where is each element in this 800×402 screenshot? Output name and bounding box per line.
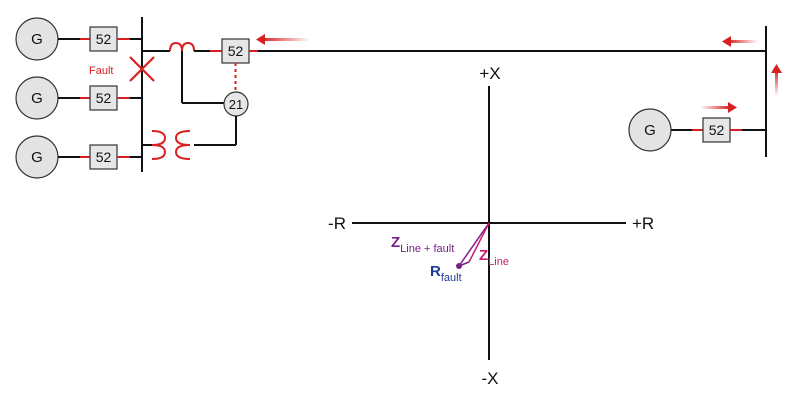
breaker-remote-label: 52 [709, 122, 725, 138]
r-fault-sub: fault [441, 272, 462, 284]
generator-remote: G [628, 108, 672, 152]
breaker-gen-1: 52 [89, 26, 118, 52]
breaker-remote: 52 [702, 117, 731, 143]
breaker-line-local-label: 52 [228, 43, 244, 59]
fault-label: Fault [89, 65, 113, 77]
breaker-gen-2-label: 52 [96, 90, 112, 106]
axis-label-pos-r: +R [632, 214, 654, 233]
z-line-vector [468, 222, 490, 263]
breaker-gen-3-label: 52 [96, 149, 112, 165]
distance-relay-label: 21 [229, 97, 243, 112]
axis-label-neg-x: -X [482, 369, 499, 388]
potential-transformer-icon [151, 130, 191, 160]
axis-label-neg-r: -R [328, 214, 346, 233]
generator-3: G [15, 135, 59, 179]
power-flow-arrow-gen [700, 102, 737, 113]
power-flow-arrow-up [771, 64, 782, 96]
r-fault-main: R [430, 263, 441, 280]
z-line-fault-main: Z [391, 234, 400, 251]
r-fault-label: Rfault [430, 263, 462, 284]
axis-label-pos-x: +X [479, 64, 500, 83]
impedance-point [456, 263, 462, 269]
z-line-label: ZLine [479, 247, 509, 268]
z-line-fault-vector [458, 222, 490, 267]
generator-1-label: G [31, 31, 43, 48]
fault-x-icon [129, 56, 155, 82]
generator-3-label: G [31, 149, 43, 166]
power-flow-arrow-left [256, 34, 310, 45]
breaker-gen-2: 52 [89, 85, 118, 111]
z-line-sub: Line [488, 256, 509, 268]
breaker-line-local: 52 [221, 38, 250, 64]
generator-2: G [15, 76, 59, 120]
breaker-gen-3: 52 [89, 144, 118, 170]
current-transformer-icon [169, 41, 195, 52]
z-line-fault-label: ZLine + fault [391, 234, 454, 255]
z-line-fault-sub: Line + fault [400, 243, 454, 255]
power-flow-arrow-remote [722, 36, 758, 47]
generator-remote-label: G [644, 122, 656, 139]
generator-1: G [15, 17, 59, 61]
breaker-gen-1-label: 52 [96, 31, 112, 47]
generator-2-label: G [31, 90, 43, 107]
distance-relay: 21 [223, 91, 249, 117]
z-line-main: Z [479, 247, 488, 264]
